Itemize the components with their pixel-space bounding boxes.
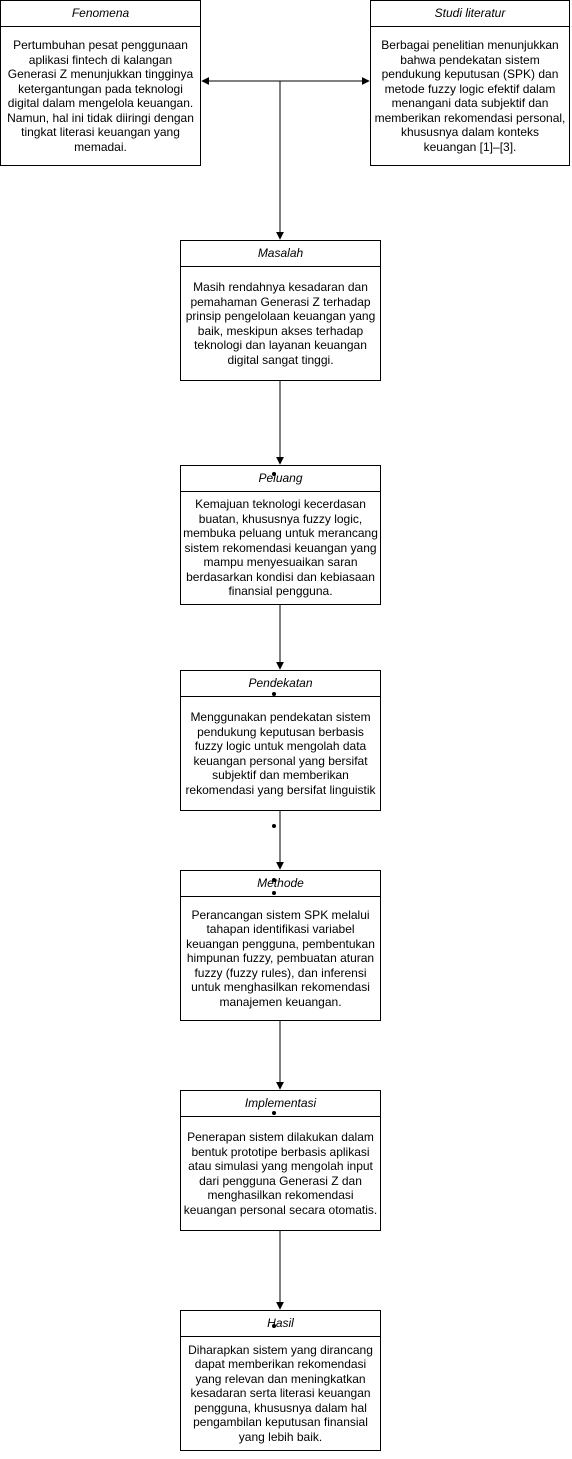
node-methode-text: Perancangan sistem SPK melalui tahapan i…: [186, 907, 375, 1009]
node-methode: Methode Perancangan sistem SPK melalui t…: [180, 870, 381, 1021]
connector-dot: [272, 891, 276, 895]
node-masalah: Masalah Masih rendahnya kesadaran dan pe…: [180, 240, 381, 381]
node-fenomena: Fenomena Pertumbuhan pesat penggunaan ap…: [0, 0, 201, 166]
node-peluang-title: Peluang: [181, 466, 380, 492]
connector-dot: [272, 824, 276, 828]
node-masalah-text: Masih rendahnya kesadaran dan pemahaman …: [185, 280, 376, 367]
node-fenomena-title: Fenomena: [1, 1, 200, 27]
node-peluang: Peluang Kemajuan teknologi kecerdasan bu…: [180, 465, 381, 605]
node-fenomena-text: Pertumbuhan pesat penggunaan aplikasi fi…: [7, 38, 194, 154]
node-pendekatan: Pendekatan Menggunakan pendekatan sistem…: [180, 670, 381, 811]
connector-dot: [272, 878, 276, 882]
connector-dot: [272, 472, 276, 476]
node-peluang-text: Kemajuan teknologi kecerdasan buatan, kh…: [183, 497, 378, 599]
node-implementasi-title: Implementasi: [181, 1091, 380, 1117]
node-hasil: Hasil Diharapkan sistem yang dirancang d…: [180, 1310, 381, 1451]
node-studi-literatur-text: Berbagai penelitian menunjukkan bahwa pe…: [374, 38, 566, 154]
node-studi-literatur: Studi literatur Berbagai penelitian menu…: [370, 0, 570, 166]
node-implementasi-text: Penerapan sistem dilakukan dalam bentuk …: [183, 1130, 378, 1217]
connector-dot: [272, 692, 276, 696]
node-pendekatan-title: Pendekatan: [181, 671, 380, 697]
node-pendekatan-text: Menggunakan pendekatan sistem pendukung …: [185, 710, 376, 797]
node-masalah-title: Masalah: [181, 241, 380, 267]
node-hasil-title: Hasil: [181, 1311, 380, 1337]
connector-dot: [272, 1111, 276, 1115]
connector-dot: [272, 1324, 276, 1328]
node-methode-title: Methode: [181, 871, 380, 897]
node-hasil-text: Diharapkan sistem yang dirancang dapat m…: [188, 1342, 373, 1444]
node-implementasi: Implementasi Penerapan sistem dilakukan …: [180, 1090, 381, 1231]
node-studi-literatur-title: Studi literatur: [371, 1, 569, 27]
